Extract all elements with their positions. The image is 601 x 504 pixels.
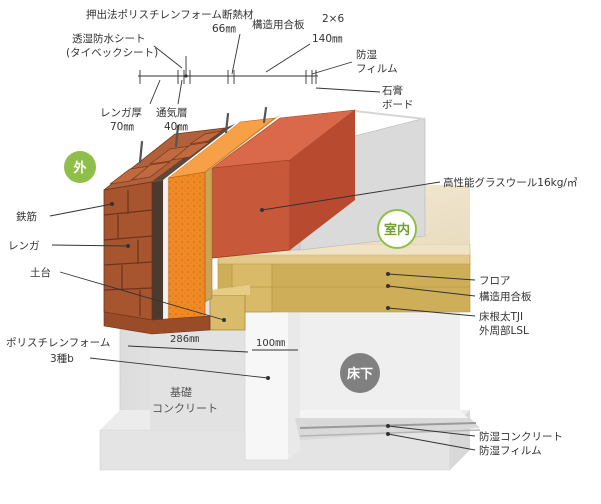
label-foundation-xps-width: 100㎜ [256,338,285,349]
label-floor-ply: 構造用合板 [479,290,532,303]
label-stud-depth: 140㎜ [312,33,343,45]
inside-circle [377,209,417,249]
outside-label: 外 [72,160,86,176]
label-foundation-1: 基礎 [170,386,192,399]
foundation-polystyrene-board [244,295,300,461]
label-brick: レンガ [8,240,40,252]
label-foundation-2: コンクリート [152,402,218,415]
underfloor-circle [340,353,380,393]
zone-inside: 室内 [377,209,417,249]
top-dimension-lines [138,70,318,84]
label-floor: フロア [479,275,511,287]
underfloor-space [295,300,481,440]
brick-wall [103,127,227,335]
text-labels: 押出法ポリスチレンフォーム断熱材 66㎜ 透湿防水シート (タイベックシート) … [6,8,577,457]
sill-plate [209,285,250,331]
label-air-gap-2: 40㎜ [164,121,188,133]
label-structural-ply-top: 構造用合板 [252,18,305,31]
label-glass-wool: 高性能グラスウール16kg/㎥ [443,176,577,189]
label-vapor-film-1: 防湿 [356,48,377,61]
label-rebar: 鉄筋 [16,210,37,223]
label-vapor-film-2: フィルム [356,63,398,75]
label-foundation-width: 286㎜ [170,334,199,345]
leader-lines [49,33,476,451]
label-joist-2: 外周部LSL [479,324,529,337]
label-joist-1: 床根太TJI [479,310,523,323]
label-gypsum-2: ボード [382,99,414,111]
label-brick-thickness-2: 70㎜ [110,121,134,133]
outside-circle [64,151,96,183]
label-moisture-sheet-1: 透湿防水シート [72,32,146,45]
glass-wool-insulation [210,109,357,259]
label-sill: 土台 [30,266,51,279]
label-moisture-sheet-2: (タイベックシート) [66,47,158,59]
zone-underfloor: 床下 [340,353,380,393]
zone-outside: 外 [64,151,96,183]
label-foundation-xps-2: 3種b [50,352,74,365]
rebar-rods [138,106,268,164]
label-stud-size: 2×6 [322,13,344,25]
label-gypsum-1: 石膏 [382,84,403,97]
inside-label: 室内 [384,222,410,238]
label-air-gap-1: 通気層 [156,106,188,119]
label-brick-thickness-1: レンガ厚 [100,107,142,119]
label-moisture-concrete: 防湿コンクリート [479,430,563,443]
label-xps: 押出法ポリスチレンフォーム断熱材 [86,8,254,21]
label-xps-thickness: 66㎜ [212,23,236,35]
label-foundation-xps-1: ポリスチレンフォーム [6,337,110,349]
underfloor-label: 床下 [347,366,373,382]
label-moisture-film: 防湿フィルム [479,444,542,457]
